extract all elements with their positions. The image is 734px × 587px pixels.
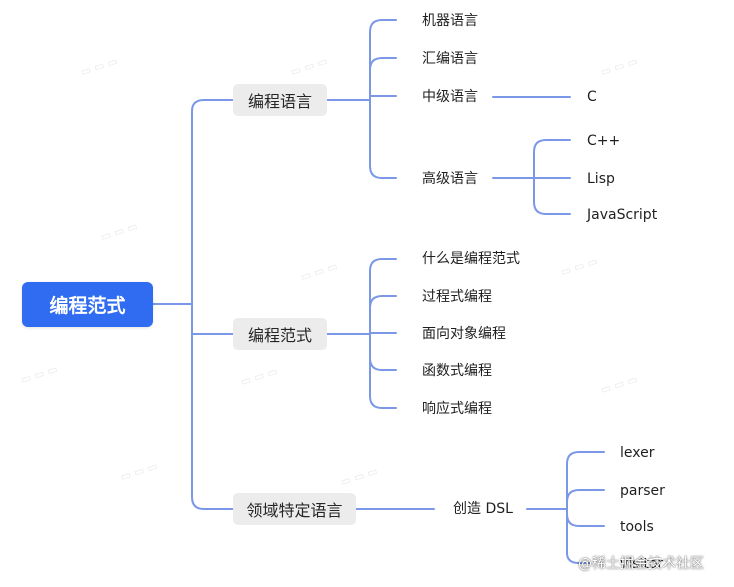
topic-cpp[interactable]: C++: [587, 133, 621, 149]
root-node[interactable]: 编程范式: [22, 282, 153, 327]
topic-functional[interactable]: 函数式编程: [422, 363, 492, 379]
topic-procedural[interactable]: 过程式编程: [422, 289, 492, 305]
branch-node-programming-languages[interactable]: 编程语言: [233, 84, 327, 116]
topic-lisp[interactable]: Lisp: [587, 171, 615, 187]
topic-tools[interactable]: tools: [620, 519, 654, 535]
topic-create-dsl[interactable]: 创造 DSL: [453, 501, 513, 517]
topic-javascript[interactable]: JavaScript: [587, 207, 658, 223]
topic-assembly-language[interactable]: 汇编语言: [422, 51, 478, 67]
connector-b1-c2: [369, 57, 397, 71]
connector-b2-c1: [369, 258, 397, 272]
connector-branch-1: [191, 99, 234, 112]
topic-high-level-language[interactable]: 高级语言: [422, 171, 478, 187]
topic-what-is-paradigm[interactable]: 什么是编程范式: [422, 251, 520, 267]
connector-dsl-lexer: [566, 451, 605, 465]
connector-trunk: [191, 110, 234, 510]
branch-node-programming-paradigms[interactable]: 编程范式: [233, 318, 327, 350]
connector-b1-c1: [369, 19, 397, 33]
topic-parser[interactable]: parser: [620, 483, 665, 499]
topic-object-oriented[interactable]: 面向对象编程: [422, 326, 506, 342]
connector-dsl-visitor: [566, 552, 591, 564]
topic-mid-level-language[interactable]: 中级语言: [422, 89, 478, 105]
connector-b1-c4: [369, 165, 397, 179]
connector-high-cpp: [533, 139, 571, 153]
connector-high-js: [533, 201, 571, 215]
source-watermark: @稀土掘金技术社区: [578, 556, 704, 572]
branch-node-dsl[interactable]: 领域特定语言: [233, 493, 356, 525]
connector-b2-c2: [369, 295, 397, 309]
topic-c[interactable]: C: [587, 89, 597, 105]
topic-reactive[interactable]: 响应式编程: [422, 401, 492, 417]
topic-machine-language[interactable]: 机器语言: [422, 13, 478, 29]
connector-dsl-parser: [566, 489, 605, 503]
topic-visitor[interactable]: visitor: [620, 556, 664, 572]
topic-lexer[interactable]: lexer: [620, 445, 655, 461]
connector-dsl-tools: [566, 513, 605, 527]
connector-b2-c4: [369, 357, 397, 371]
connector-b2-c5: [369, 395, 397, 409]
